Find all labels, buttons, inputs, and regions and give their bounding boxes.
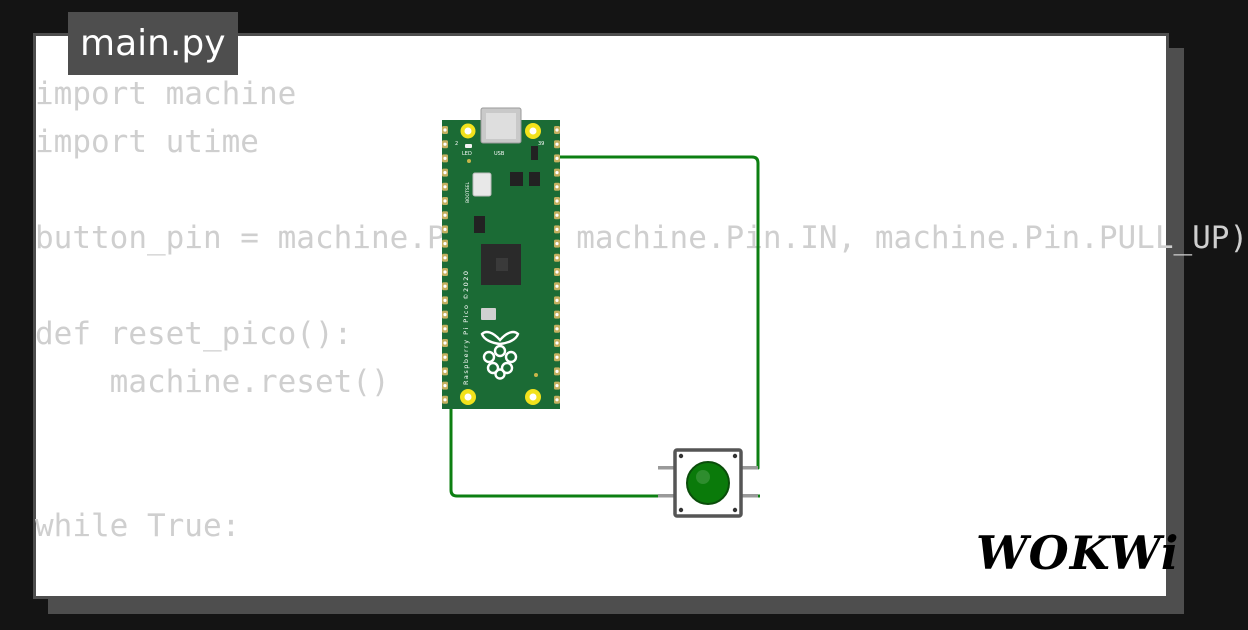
code-line-10: while True: — [35, 508, 241, 544]
pico-board[interactable]: 2 39 LED USB BOOTSEL Raspberry Pi Pico ©… — [442, 107, 560, 409]
bootsel-label: BOOTSEL — [465, 181, 471, 203]
pin-label-2: 2 — [455, 141, 458, 147]
led-label: LED — [462, 151, 472, 157]
code-line-2: import utime — [35, 124, 259, 160]
circuit-diagram: 2 39 LED USB BOOTSEL Raspberry Pi Pico ©… — [442, 107, 760, 518]
pin-header-left — [442, 126, 448, 404]
code-line-6: def reset_pico(): — [35, 316, 353, 352]
preview-card — [33, 33, 1169, 599]
raspberry-logo-icon — [480, 330, 520, 380]
wire-gnd — [449, 402, 760, 498]
board-side-text: Raspberry Pi Pico ©2020 — [462, 269, 470, 385]
wire-gpio — [549, 155, 760, 470]
wokwi-logo: WOKWi — [976, 526, 1180, 580]
usb-label: USB — [494, 151, 505, 157]
code-line-7: machine.reset() — [35, 364, 390, 400]
code-line-1: import machine — [35, 76, 297, 112]
bootsel-button[interactable] — [472, 172, 492, 197]
file-tab[interactable]: main.py — [68, 12, 238, 75]
led-indicator — [465, 144, 472, 148]
pin-label-39: 39 — [538, 141, 544, 147]
button-cap[interactable] — [686, 461, 730, 505]
pin-header-right — [554, 126, 560, 404]
pushbutton[interactable] — [658, 448, 758, 518]
